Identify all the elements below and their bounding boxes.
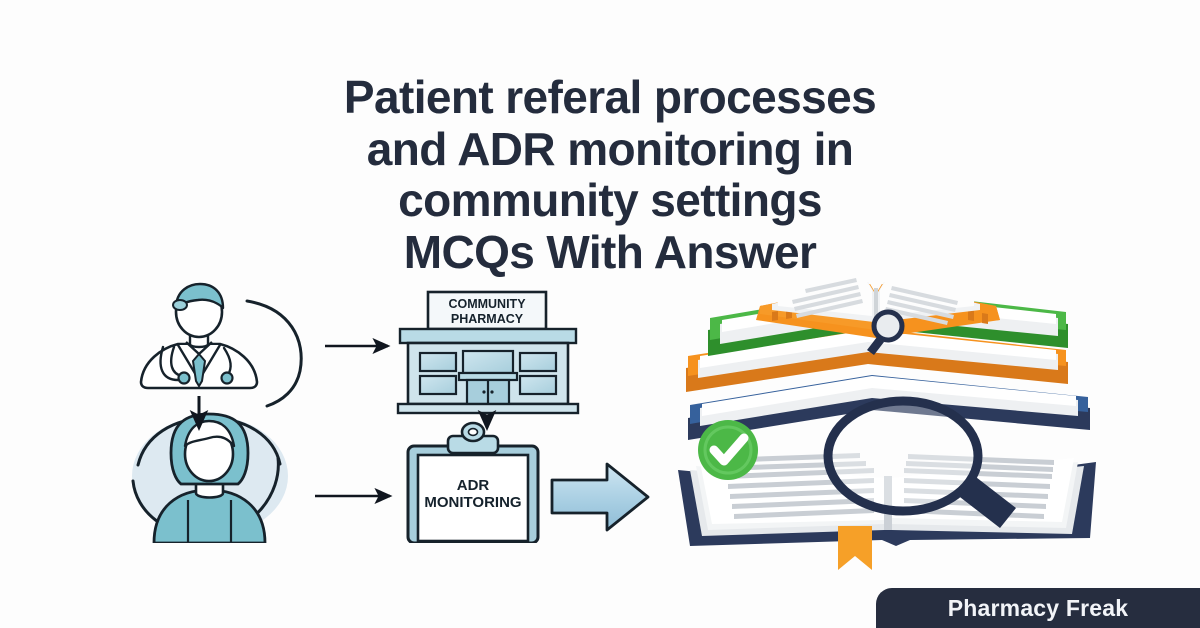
community-pharmacy-icon: COMMUNITY PHARMACY xyxy=(396,290,580,415)
title-line-4: MCQs With Answer xyxy=(403,225,817,278)
page-title: Patient referal processes and ADR monito… xyxy=(150,71,1070,278)
doctor-icon xyxy=(139,282,303,408)
pharmacy-sign-line1: COMMUNITY xyxy=(448,297,526,311)
block-arrow-to-books xyxy=(550,462,650,532)
blue-book xyxy=(688,375,1090,440)
referral-flow-diagram: COMMUNITY PHARMACY xyxy=(110,268,680,545)
book-stack-illustration xyxy=(660,258,1110,578)
clipboard-label-line2: MONITORING xyxy=(424,494,521,511)
open-book-top xyxy=(756,278,1000,338)
adr-monitoring-clipboard-icon: ADR MONITORING xyxy=(406,421,540,545)
bookmark-ribbon-icon xyxy=(838,526,872,570)
clipboard-label-line1: ADR xyxy=(457,477,490,494)
pharmacy-sign-line2: PHARMACY xyxy=(451,312,524,326)
brand-badge: Pharmacy Freak xyxy=(876,588,1200,628)
title-line-1: Patient referal processes xyxy=(343,71,877,123)
small-magnifier-icon xyxy=(867,309,905,355)
title-line-3: community settings xyxy=(398,174,822,227)
title-line-2: and ADR monitoring in xyxy=(366,122,854,175)
check-circle-icon xyxy=(698,420,758,480)
brand-name: Pharmacy Freak xyxy=(947,594,1129,621)
magnifier-icon xyxy=(823,396,1016,528)
patient-icon xyxy=(131,412,288,545)
